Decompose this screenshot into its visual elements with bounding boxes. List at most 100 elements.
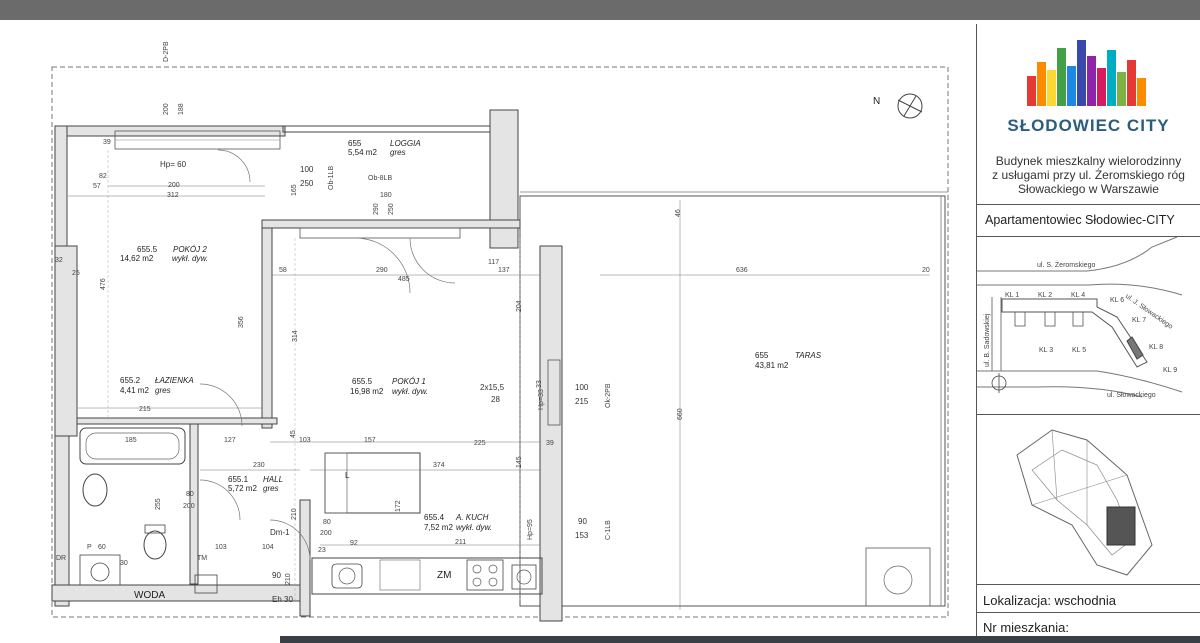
svg-text:210: 210 [291, 508, 298, 520]
svg-text:46: 46 [675, 209, 682, 217]
svg-text:wykł. dyw.: wykł. dyw. [172, 254, 208, 263]
unit-kl3: KL 3 [1039, 347, 1053, 354]
apartment-number-label: Nr mieszkania: [983, 620, 1069, 635]
svg-text:28: 28 [491, 395, 500, 404]
wall-west-upper [54, 125, 68, 247]
washbasin [82, 473, 108, 507]
title-block [976, 24, 1200, 636]
logo-bar [1137, 78, 1146, 106]
svg-text:100: 100 [300, 165, 314, 174]
svg-text:45: 45 [290, 430, 297, 438]
svg-text:57: 57 [93, 183, 101, 190]
svg-text:204: 204 [516, 300, 523, 312]
svg-text:255: 255 [155, 498, 162, 510]
svg-text:485: 485 [398, 276, 410, 283]
apartment-number-cell: Nr mieszkania: [977, 612, 1200, 643]
location-cell: Lokalizacja: wschodnia [977, 584, 1200, 612]
svg-text:655.2: 655.2 [120, 376, 141, 385]
wall-loggia-south [261, 219, 521, 229]
logo-bar [1107, 50, 1116, 106]
svg-text:7,52 m2: 7,52 m2 [424, 523, 453, 532]
svg-text:Hp=95: Hp=95 [527, 519, 534, 540]
svg-text:127: 127 [224, 437, 236, 444]
svg-text:Ob-1LB: Ob-1LB [328, 166, 335, 190]
svg-text:185: 185 [125, 437, 137, 444]
svg-text:290: 290 [373, 203, 380, 215]
svg-text:23: 23 [318, 547, 326, 554]
north-label: N [873, 96, 880, 107]
svg-text:P: P [87, 544, 92, 551]
unit-kl8: KL 8 [1149, 344, 1163, 351]
unit-kl5: KL 5 [1072, 347, 1086, 354]
wall-east [539, 245, 563, 622]
svg-text:A. KUCH: A. KUCH [455, 513, 489, 522]
room-pokoj1: 655.5 POKÓJ 1 16,98 m2 wykł. dyw. [350, 377, 428, 396]
svg-text:211: 211 [455, 539, 466, 546]
svg-text:58: 58 [279, 267, 287, 274]
svg-text:wykł. dyw.: wykł. dyw. [456, 523, 492, 532]
logo-bar [1057, 48, 1066, 106]
svg-text:165: 165 [291, 184, 298, 196]
svg-text:Eh 30: Eh 30 [272, 595, 293, 604]
svg-text:356: 356 [238, 316, 245, 328]
svg-text:137: 137 [498, 267, 510, 274]
svg-text:314: 314 [292, 330, 299, 342]
svg-text:DR: DR [56, 555, 66, 562]
street-zeromskiego: ul. S. Żeromskiego [1037, 260, 1095, 269]
svg-text:TARAS: TARAS [795, 351, 822, 360]
project-title: Apartamentowiec Słodowiec-CITY [985, 213, 1175, 227]
kl8-highlight [1126, 336, 1144, 360]
kitchen-island [324, 452, 421, 514]
description-line-2: z usługami przy ul. Żeromskiego róg [992, 168, 1185, 182]
wall-south-left [51, 584, 303, 602]
svg-text:172: 172 [395, 500, 402, 512]
svg-text:POKÓJ 2: POKÓJ 2 [173, 245, 207, 254]
site-map: ul. S. Żeromskiego ul. J. Słowackiego ul… [977, 236, 1183, 399]
svg-text:117: 117 [488, 259, 499, 266]
svg-text:Hp= 60: Hp= 60 [160, 160, 187, 169]
svg-text:33: 33 [536, 380, 543, 388]
water-meter-box [194, 574, 218, 594]
svg-text:180: 180 [380, 192, 392, 199]
unit-kl1: KL 1 [1005, 292, 1019, 299]
svg-text:660: 660 [677, 408, 684, 420]
north-arrow: N [873, 93, 923, 119]
svg-text:80: 80 [323, 519, 331, 526]
window-pokoj1 [299, 227, 461, 239]
svg-text:200: 200 [163, 103, 170, 115]
project-title-cell: Apartamentowiec Słodowiec-CITY [977, 204, 1200, 236]
dimension-labels: D-2PB 200 188 Hp= 60 39 82 57 200 312 10… [55, 41, 930, 604]
hall-door-swing [199, 479, 241, 521]
svg-text:90: 90 [272, 571, 281, 580]
svg-text:157: 157 [364, 437, 376, 444]
balcony-door-swing [354, 237, 456, 294]
unit-kl7: KL 7 [1132, 317, 1146, 324]
room-hall: 655.1 HALL 5,72 m2 gres [228, 475, 283, 493]
svg-text:HALL: HALL [263, 475, 283, 484]
svg-text:230: 230 [253, 462, 265, 469]
svg-text:Ok-2PB: Ok-2PB [605, 383, 612, 408]
svg-text:D-2PB: D-2PB [163, 41, 170, 62]
svg-text:655.5: 655.5 [137, 245, 158, 254]
street-sadowskiej: ul. B. Sadowskiej [984, 313, 991, 367]
room-taras: 655 TARAS 43,81 m2 [755, 351, 822, 370]
svg-text:LOGGIA: LOGGIA [390, 139, 421, 148]
svg-text:145: 145 [516, 456, 523, 468]
building-location-map [1016, 429, 1153, 576]
svg-text:39: 39 [546, 440, 554, 447]
svg-text:90: 90 [578, 517, 587, 526]
wall-bathroom-north [76, 417, 278, 425]
street-slowackiego-south: ul. Słowackiego [1107, 392, 1156, 399]
wall-pokoj2-pokoj1 [261, 227, 273, 429]
svg-text:ZM: ZM [437, 570, 451, 581]
window-east [547, 359, 561, 426]
wall-west-lower [54, 435, 70, 607]
bath-door-swing [199, 383, 243, 427]
svg-text:250: 250 [388, 203, 395, 215]
svg-text:312: 312 [167, 192, 179, 199]
svg-text:80: 80 [186, 491, 194, 498]
svg-text:153: 153 [575, 531, 589, 540]
svg-text:92: 92 [350, 540, 358, 547]
building-location-cell [977, 414, 1200, 584]
svg-text:655.4: 655.4 [424, 513, 445, 522]
